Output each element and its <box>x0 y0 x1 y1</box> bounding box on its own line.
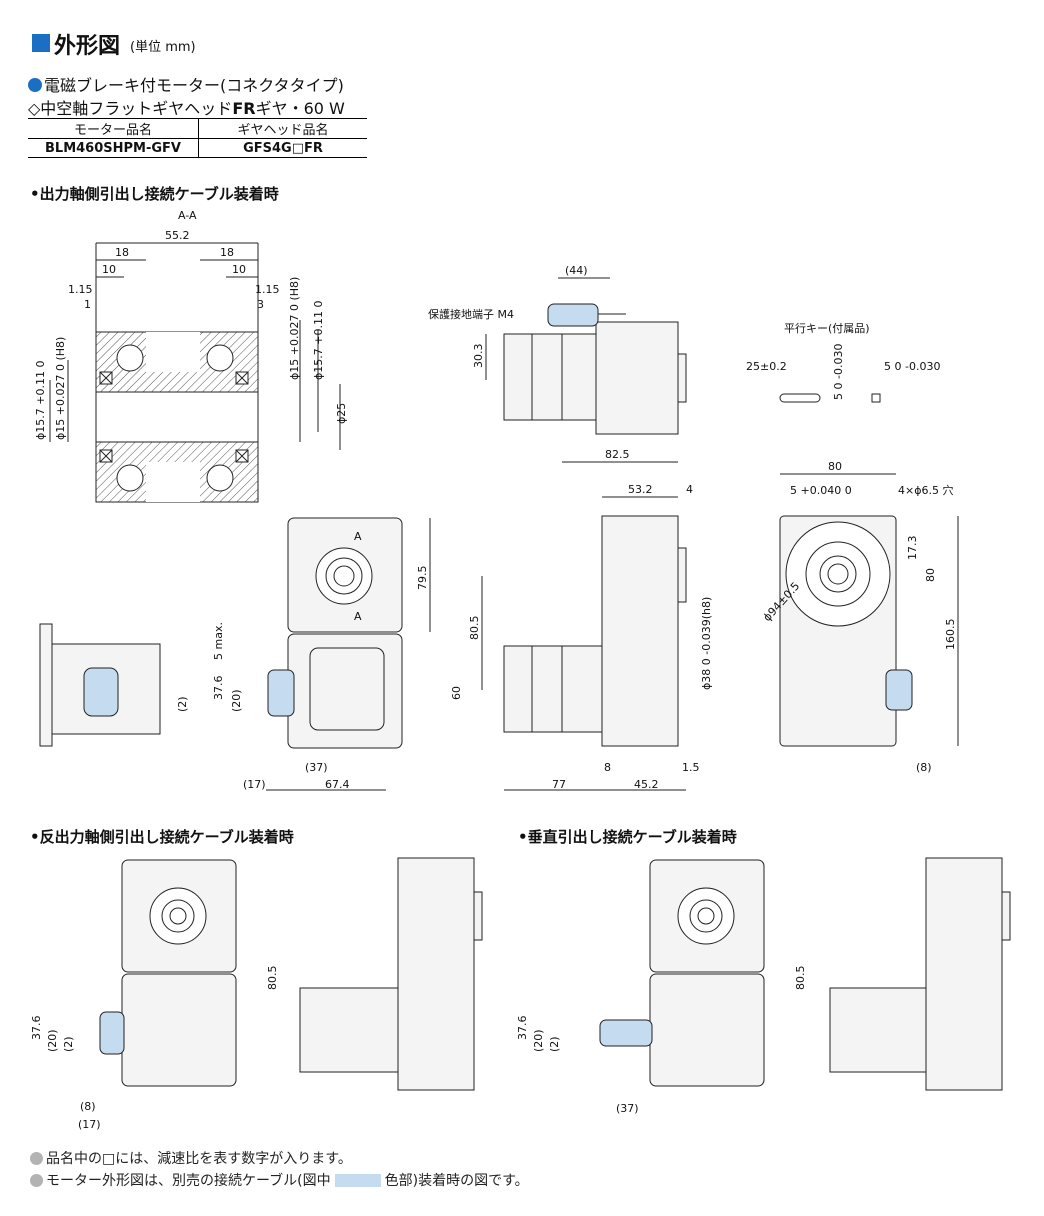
svg-text:17.3: 17.3 <box>906 536 919 561</box>
svg-text:(17): (17) <box>243 778 266 791</box>
svg-text:ϕ25: ϕ25 <box>335 403 348 424</box>
svg-text:5 +0.040 0: 5 +0.040 0 <box>790 484 852 497</box>
front-view: A A 79.5 5 max. 37.6 (20) (17) 67.4 (37) <box>212 517 431 791</box>
svg-text:(37): (37) <box>616 1102 639 1115</box>
page-title: 外形図 <box>54 34 121 59</box>
svg-text:18: 18 <box>115 246 129 259</box>
section-main-title: •出力軸側引出し接続ケーブル装着時 <box>30 185 279 203</box>
svg-text:1.15: 1.15 <box>68 283 93 296</box>
svg-text:37.6: 37.6 <box>30 1016 43 1041</box>
side-view: 53.2 4 80.5 60 ϕ38 0 -0.039(h8) 77 8 45.2… <box>450 483 713 791</box>
svg-text:37.6: 37.6 <box>516 1016 529 1041</box>
svg-text:ϕ15.7 +0.11 0: ϕ15.7 +0.11 0 <box>312 301 325 380</box>
svg-text:10: 10 <box>232 263 246 276</box>
svg-text:(20): (20) <box>532 1029 545 1052</box>
svg-text:(2): (2) <box>62 1036 75 1052</box>
cable-connector <box>599 1019 653 1047</box>
note-2: モーター外形図は、別売の接続ケーブル(図中色部)装着時の図です。 <box>30 1170 529 1190</box>
svg-text:(20): (20) <box>230 689 243 712</box>
svg-text:10: 10 <box>102 263 116 276</box>
header-square <box>32 34 50 52</box>
svg-text:A: A <box>354 610 362 623</box>
svg-text:45.2: 45.2 <box>634 778 659 791</box>
vertical-front-view: 37.6 (20) (2) (37) <box>516 859 765 1115</box>
svg-text:ϕ15.7 +0.11 0: ϕ15.7 +0.11 0 <box>34 361 47 440</box>
svg-text:53.2: 53.2 <box>628 483 653 496</box>
svg-text:(2): (2) <box>176 696 189 712</box>
svg-text:ϕ15 +0.027 0 (H8): ϕ15 +0.027 0 (H8) <box>54 337 67 440</box>
svg-text:(37): (37) <box>305 761 328 774</box>
svg-text:1.15: 1.15 <box>255 283 280 296</box>
table-cell: GFS4G□FR <box>198 138 367 158</box>
svg-text:160.5: 160.5 <box>944 619 957 651</box>
svg-text:82.5: 82.5 <box>605 448 630 461</box>
reverse-front-view: 37.6 (20) (2) (8) (17) <box>30 859 237 1131</box>
svg-text:(8): (8) <box>80 1100 96 1113</box>
cable-color-swatch <box>334 1174 381 1187</box>
bullet-icon <box>28 78 42 92</box>
cable-connector <box>885 669 913 711</box>
svg-text:3: 3 <box>257 298 264 311</box>
parallel-key: 平行キー(付属品) 25±0.2 5 0 -0.030 5 0 -0.030 <box>746 322 940 403</box>
section-reverse-title: •反出力軸側引出し接続ケーブル装着時 <box>30 828 294 846</box>
vertical-side-view: 80.5 <box>794 857 1011 1091</box>
svg-text:25±0.2: 25±0.2 <box>746 360 787 373</box>
svg-text:(20): (20) <box>46 1029 59 1052</box>
svg-text:80: 80 <box>924 568 937 582</box>
svg-text:ϕ38 0 -0.039(h8): ϕ38 0 -0.039(h8) <box>700 597 713 690</box>
note-1: 品名中の□には、減速比を表す数字が入ります。 <box>30 1148 352 1168</box>
svg-text:18: 18 <box>220 246 234 259</box>
section-aa-view: A-A 55.2 18 18 10 10 1.15 1.15 1 3 ϕ15 +… <box>34 209 348 503</box>
cable-connector <box>99 1011 125 1055</box>
bullet-icon <box>30 1152 43 1165</box>
svg-text:55.2: 55.2 <box>165 229 190 242</box>
unit-label: (単位 mm) <box>130 40 196 55</box>
bullet-icon <box>30 1174 43 1187</box>
left-side-view: (2) <box>39 623 189 747</box>
svg-text:5 0 -0.030: 5 0 -0.030 <box>832 344 845 400</box>
svg-text:79.5: 79.5 <box>416 566 429 591</box>
section-vertical-title: •垂直引出し接続ケーブル装着時 <box>518 828 737 846</box>
svg-text:80.5: 80.5 <box>468 616 481 641</box>
svg-text:平行キー(付属品): 平行キー(付属品) <box>784 322 870 335</box>
reverse-side-view: 80.5 <box>266 857 483 1091</box>
svg-text:(17): (17) <box>78 1118 101 1131</box>
svg-text:1.5: 1.5 <box>682 761 700 774</box>
cable-connector <box>547 303 599 327</box>
subtitle-motor: 電磁ブレーキ付モーター(コネクタタイプ) <box>28 72 344 96</box>
svg-text:(2): (2) <box>548 1036 561 1052</box>
svg-text:4×ϕ6.5 穴: 4×ϕ6.5 穴 <box>898 483 953 497</box>
ground-terminal-label: 保護接地端子 M4 <box>428 307 514 321</box>
cable-connector <box>267 669 295 717</box>
svg-text:8: 8 <box>604 761 611 774</box>
svg-text:80.5: 80.5 <box>266 966 279 991</box>
svg-text:A: A <box>354 530 362 543</box>
section-aa-label: A-A <box>178 209 197 222</box>
subtitle-gearhead: ◇中空軸フラットギヤヘッドFRギヤ・60 W <box>28 99 345 118</box>
rear-view: 80 5 +0.040 0 4×ϕ6.5 穴 17.3 80 160.5 ϕ94… <box>761 460 959 774</box>
svg-text:(44): (44) <box>565 264 588 277</box>
svg-text:ϕ15 +0.027 0 (H8): ϕ15 +0.027 0 (H8) <box>288 277 301 380</box>
svg-text:5 0 -0.030: 5 0 -0.030 <box>884 360 940 373</box>
svg-text:5 max.: 5 max. <box>212 622 225 660</box>
svg-text:80: 80 <box>828 460 842 473</box>
svg-text:(8): (8) <box>916 761 932 774</box>
svg-text:60: 60 <box>450 686 463 700</box>
svg-text:4: 4 <box>686 483 693 496</box>
svg-text:30.3: 30.3 <box>472 344 485 369</box>
svg-text:77: 77 <box>552 778 566 791</box>
top-side-view: (44) 保護接地端子 M4 30.3 82.5 <box>428 264 687 463</box>
cable-connector <box>83 667 119 717</box>
svg-text:80.5: 80.5 <box>794 966 807 991</box>
table-cell: BLM460SHPM-GFV <box>28 138 199 158</box>
svg-text:67.4: 67.4 <box>325 778 350 791</box>
svg-text:1: 1 <box>84 298 91 311</box>
svg-text:37.6: 37.6 <box>212 676 225 701</box>
